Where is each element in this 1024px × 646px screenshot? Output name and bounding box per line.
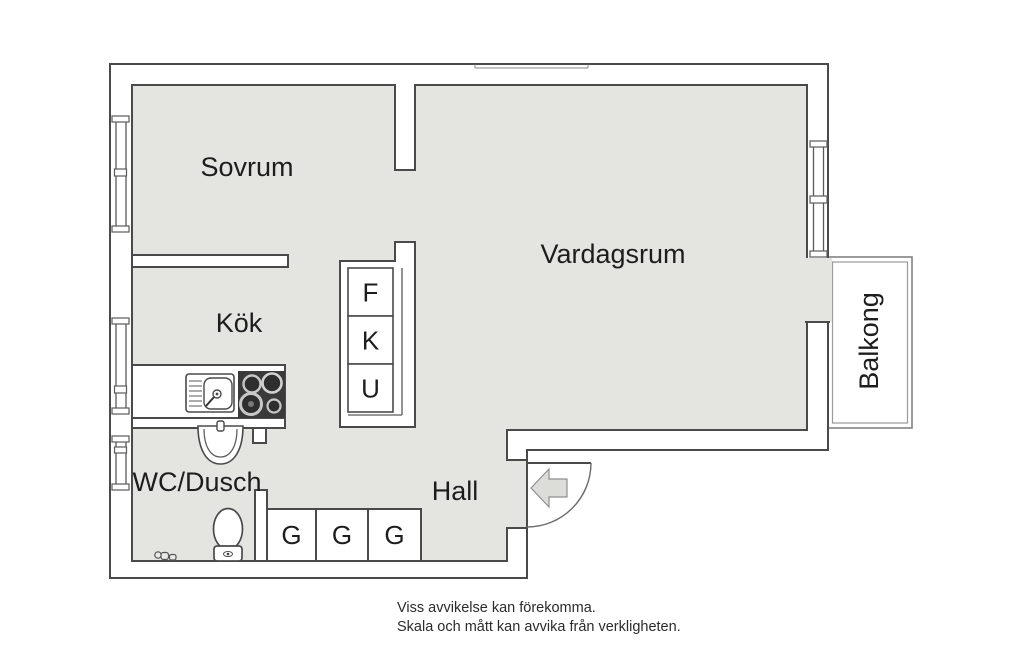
wardrobe-3-label: G bbox=[384, 520, 404, 550]
balcony-label: Balkong bbox=[854, 292, 884, 390]
kitchen-window-icon bbox=[111, 317, 130, 415]
kitchen-label: Kök bbox=[216, 308, 263, 338]
balcony-outer-rail bbox=[827, 256, 913, 429]
bathroom-door-jamb bbox=[252, 427, 267, 444]
bedroom-window-icon bbox=[111, 115, 130, 233]
bathroom-window-icon bbox=[111, 435, 130, 491]
entrance-door-arc bbox=[526, 462, 592, 528]
top-wall-joint bbox=[474, 64, 589, 69]
wardrobe-2-label: G bbox=[332, 520, 352, 550]
closet-k-label: K bbox=[362, 326, 380, 356]
wardrobe-1-label: G bbox=[281, 520, 301, 550]
livingroom-label: Vardagsrum bbox=[540, 239, 685, 269]
hall-label: Hall bbox=[432, 476, 479, 506]
wardrobe-2-box bbox=[315, 508, 369, 562]
livingroom-window-icon bbox=[809, 140, 828, 258]
balcony-structure bbox=[827, 256, 913, 429]
disclaimer-line-1: Viss avvikelse kan förekomma. bbox=[397, 600, 596, 616]
wardrobes bbox=[266, 508, 422, 562]
closet-f-box bbox=[347, 267, 394, 317]
bedroom-label: Sovrum bbox=[200, 152, 293, 182]
entrance-arrow-icon bbox=[530, 467, 568, 509]
bathroom-right-wall bbox=[254, 489, 268, 562]
bedroom-bottom-wall bbox=[131, 254, 289, 268]
wardrobe-3-box bbox=[367, 508, 422, 562]
appliance-niche bbox=[339, 241, 416, 428]
balcony-door-opening bbox=[806, 258, 832, 322]
toilet-icon bbox=[212, 507, 244, 562]
floor-area bbox=[131, 84, 808, 562]
exterior-wall-outline bbox=[109, 63, 829, 579]
closet-f-label: F bbox=[363, 278, 379, 308]
closet-u-label: U bbox=[361, 374, 380, 404]
closet-u-box bbox=[347, 363, 394, 413]
closet-k-box bbox=[347, 315, 394, 365]
entrance-door bbox=[526, 462, 592, 528]
bathroom-label: WC/Dusch bbox=[132, 467, 261, 497]
washbasin-icon bbox=[197, 420, 244, 465]
kitchen-counter bbox=[131, 364, 286, 419]
disclaimer-line-2: Skala och mått kan avvika från verklighe… bbox=[397, 619, 681, 635]
wardrobe-1-box bbox=[266, 508, 317, 562]
balcony-inner-rail bbox=[831, 261, 909, 424]
stove-icon bbox=[238, 371, 285, 418]
sink-icon bbox=[185, 373, 235, 413]
floor-drain-icon bbox=[154, 551, 177, 561]
